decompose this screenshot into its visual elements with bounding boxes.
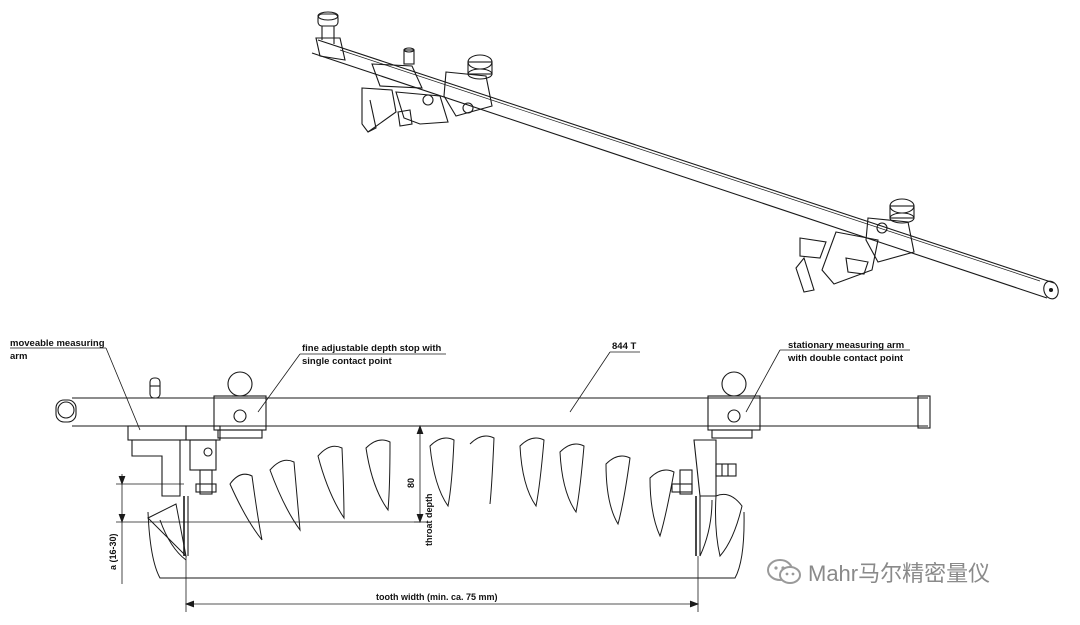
moveable-arm bbox=[127, 425, 221, 556]
side-view: moveable measuring arm fine adjustable d… bbox=[10, 338, 931, 612]
leader-lines bbox=[10, 347, 910, 431]
label-depth-stop-line1: fine adjustable depth stop with bbox=[302, 343, 442, 354]
dimension-lines bbox=[116, 424, 700, 612]
wechat-logo-icon bbox=[767, 559, 801, 584]
depth-stop-collar bbox=[213, 371, 267, 439]
stationary-arm bbox=[671, 371, 761, 556]
gear-teeth bbox=[147, 435, 745, 579]
dim-tooth-width: tooth width (min. ca. 75 mm) bbox=[376, 592, 498, 602]
dim-throat-label: throat depth bbox=[424, 494, 434, 547]
label-moveable-arm-line1: moveable measuring bbox=[10, 338, 105, 349]
isometric-view bbox=[311, 11, 1059, 300]
watermark-text: Mahr马尔精密量仪 bbox=[808, 561, 991, 586]
label-model: 844 T bbox=[612, 341, 636, 352]
dim-a-range: a (16-30) bbox=[108, 533, 118, 570]
measuring-bar bbox=[55, 377, 931, 429]
label-stationary-arm-line2: with double contact point bbox=[787, 353, 904, 364]
label-depth-stop-line2: single contact point bbox=[302, 356, 393, 367]
watermark: Mahr马尔精密量仪 bbox=[766, 556, 990, 588]
dim-throat-value: 80 bbox=[406, 478, 416, 488]
label-moveable-arm-line2: arm bbox=[10, 351, 27, 362]
label-stationary-arm-line1: stationary measuring arm bbox=[788, 340, 904, 351]
